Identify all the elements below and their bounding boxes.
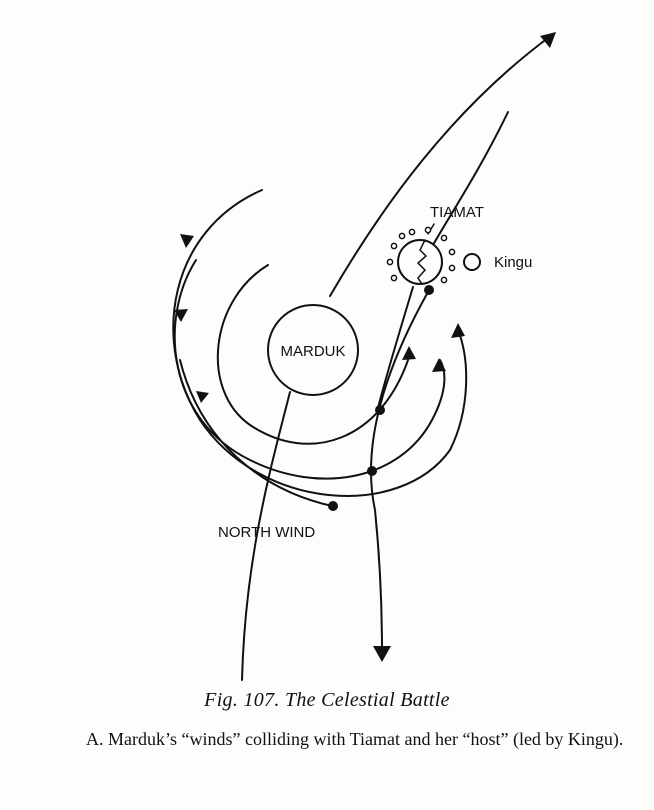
wind-arc-outer-arrow-1 — [180, 234, 194, 248]
north-wind-label: NORTH WIND — [218, 524, 315, 541]
figure-caption: A. Marduk’s “winds” colliding with Tiama… — [86, 729, 624, 749]
wind-arc-innermost — [179, 359, 333, 507]
tiamat-descending-arrow — [373, 646, 391, 662]
marduk-path-arrow — [329, 34, 553, 297]
figure-title: Fig. 107. The Celestial Battle — [204, 689, 450, 711]
wind-arc-middle-arrow-2 — [432, 358, 446, 372]
tiamat-descending-line — [370, 291, 429, 651]
north-wind-line — [241, 391, 291, 681]
collision-points — [328, 285, 434, 511]
kingu-moon — [463, 253, 481, 271]
wind-arc-inner-arrow-2 — [402, 346, 416, 360]
wind-arc-inner-arrow-1 — [196, 391, 209, 403]
wind-arc-inner — [216, 264, 409, 445]
marduk-arrowhead — [540, 32, 556, 48]
kingu-label: Kingu — [494, 254, 532, 271]
wind-arc-middle — [173, 259, 446, 480]
tiamat-path-line — [432, 111, 509, 246]
tiamat-rift — [416, 239, 428, 285]
wind-arc-middle-arrow-1 — [174, 309, 188, 322]
celestial-battle-diagram: MARDUK TIAMAT Kingu NORTH WIND — [172, 32, 556, 681]
tiamat-left-line — [377, 286, 414, 409]
wind-arc-outer-arrow-2 — [451, 323, 465, 338]
marduk-label: MARDUK — [280, 343, 345, 360]
tiamat-host — [386, 226, 456, 284]
wind-arc-outer — [172, 189, 468, 497]
tiamat-label: TIAMAT — [430, 204, 484, 221]
marduk-planet — [267, 304, 359, 396]
